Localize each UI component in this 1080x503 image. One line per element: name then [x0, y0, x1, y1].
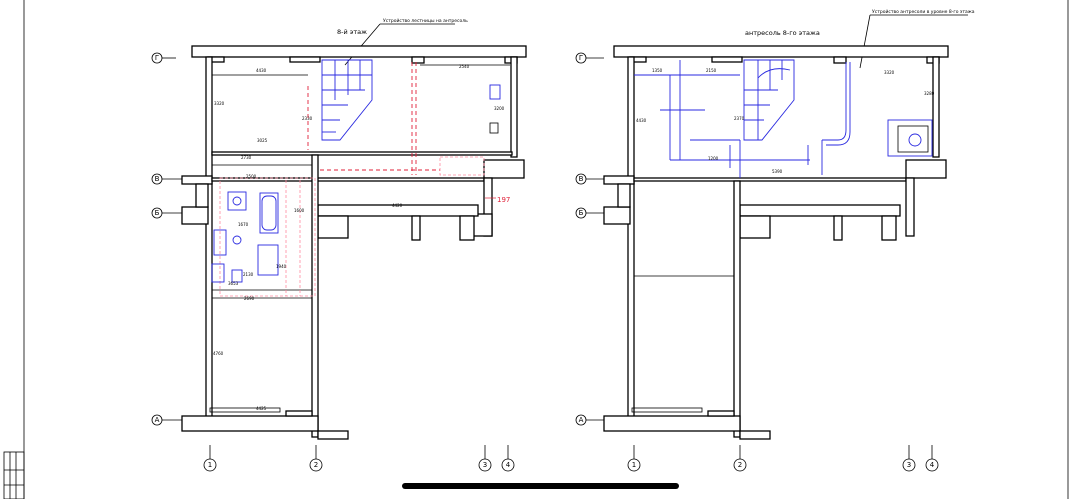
dim-4: 2330: [302, 116, 313, 121]
dim-r5: 2370: [734, 116, 745, 121]
axis-row-marker: [575, 207, 587, 219]
dim-10: 1670: [238, 222, 249, 227]
title-block-stamp: [3, 451, 25, 500]
dim-2: 2540: [459, 64, 470, 69]
plan-right-title: антресоль 8-го этажа: [745, 29, 820, 37]
dim-r6: 3280: [924, 91, 935, 96]
mezzanine-outline: [634, 60, 851, 178]
axis-row-marker: [575, 52, 587, 64]
wall-axis-a: [181, 415, 319, 432]
axis-col-marker: [902, 458, 916, 472]
axis-row-marker: [151, 52, 163, 64]
dim-14: 2690: [244, 296, 255, 301]
axis-col-label: 2: [314, 461, 318, 469]
axis-row-marker: [151, 207, 163, 219]
dim-r4: 4430: [636, 118, 647, 123]
staircase-right: [743, 59, 795, 141]
axis-col-marker: [733, 458, 747, 472]
plan-left-note: Устройство лестницы на антресоль: [383, 17, 468, 24]
axis-row-label: Б: [155, 209, 160, 217]
axis-row-marker: [151, 173, 163, 185]
axis-col-label: 1: [208, 461, 212, 469]
axis-col-label: 3: [483, 461, 487, 469]
axis-row-label: Г: [579, 54, 583, 62]
dim-r7: 5390: [772, 169, 783, 174]
dim-17: 3200: [494, 106, 505, 111]
axis-row-label: Б: [579, 209, 584, 217]
note-leader-line-right: [859, 14, 871, 69]
axis-col-marker: [627, 458, 641, 472]
axis-row-label: А: [579, 416, 584, 424]
dim-13: 3653: [228, 281, 239, 286]
dim-11: 1940: [276, 264, 287, 269]
dim-1: 4430: [256, 68, 267, 73]
bathroom-fixtures: [211, 84, 501, 283]
staircase-left: [321, 59, 373, 141]
dim-7: 2500: [246, 174, 257, 179]
axis-col-label: 4: [930, 461, 935, 469]
axis-row-label: Г: [155, 54, 159, 62]
axis-col-label: 4: [506, 461, 511, 469]
plan-left-highlight: 197: [497, 196, 510, 204]
axis-col-label: 3: [907, 461, 911, 469]
home-indicator-bar[interactable]: [402, 483, 679, 489]
axis-row-marker: [151, 414, 163, 426]
axis-row-marker: [575, 414, 587, 426]
dim-3: 3320: [214, 101, 225, 106]
plan-left-title: 8-й этаж: [337, 28, 367, 36]
wall-axis-1: [205, 56, 213, 420]
dim-r1: 1350: [652, 68, 663, 73]
axis-col-label: 1: [632, 461, 636, 469]
dim-r3: 3320: [884, 70, 895, 75]
dim-9: 4420: [392, 203, 403, 208]
axis-markers: Г В Б А Г В Б А 1 2 3 4: [151, 52, 939, 472]
axis-row-label: В: [579, 175, 584, 183]
dim-5: 3025: [257, 138, 268, 143]
axis-row-marker: [575, 173, 587, 185]
axis-row-label: А: [155, 416, 160, 424]
wall-axis-g: [191, 45, 527, 58]
axis-row-label: В: [155, 175, 160, 183]
axis-col-marker: [309, 458, 323, 472]
axis-col-marker: [478, 458, 492, 472]
dim-12: 2130: [243, 272, 254, 277]
dim-15: 4760: [213, 351, 224, 356]
plan-left: 8-й этаж Устройство лестницы на антресол…: [181, 17, 527, 440]
axis-col-marker: [925, 458, 939, 472]
note-leader-line: [344, 23, 381, 66]
plan-right-note: Устройство антресоли в уровне 8-го этажа: [872, 8, 975, 15]
dim-16: 4425: [256, 406, 267, 411]
dim-6: 2730: [241, 155, 252, 160]
plan-right: антресоль 8-го этажа Устройство антресол…: [603, 8, 975, 440]
axis-col-label: 2: [738, 461, 742, 469]
axis-col-marker: [501, 458, 515, 472]
axis-col-marker: [203, 458, 217, 472]
dim-8: 1600: [294, 208, 305, 213]
dim-r8: 1200: [708, 156, 719, 161]
bathroom-fixture-right: [887, 119, 933, 157]
dim-r2: 2150: [706, 68, 717, 73]
